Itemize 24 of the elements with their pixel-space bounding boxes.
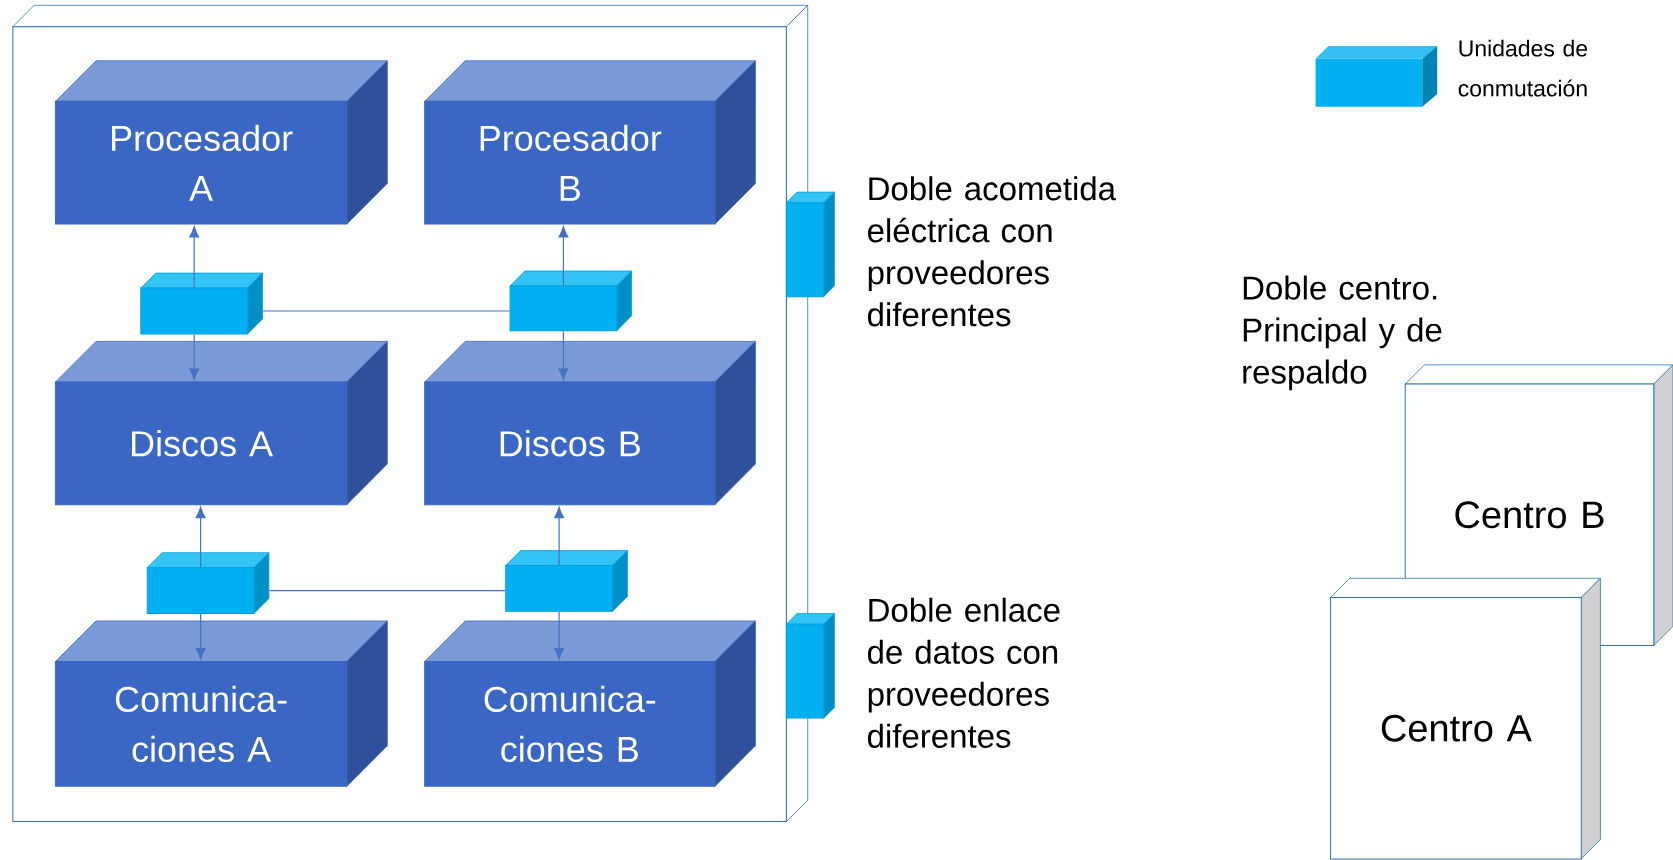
arrow — [195, 613, 206, 660]
arrow — [554, 506, 565, 566]
legend-text: Unidades de conmutación — [1458, 39, 1588, 97]
cube-box: Discos A — [54, 341, 388, 506]
switch-unit — [785, 613, 835, 719]
switch-unit — [505, 550, 628, 612]
cube-box: Discos B — [424, 341, 756, 506]
cube-box: Comunica- ciones A — [54, 620, 388, 787]
arrow — [558, 226, 569, 287]
arrow — [195, 506, 206, 568]
switch-unit — [146, 552, 270, 615]
callout-text: Doble acometida eléctrica con proveedores diferentes — [868, 176, 1117, 327]
cube-box: Procesador B — [424, 60, 756, 225]
arrow — [558, 330, 569, 380]
arrow — [189, 226, 200, 289]
center-box: Centro A — [1330, 577, 1601, 860]
arrow — [554, 611, 565, 660]
cube-box: Comunica- ciones B — [424, 620, 756, 787]
callout-text: Doble enlace de datos con proveedores diferentes — [868, 597, 1060, 748]
arrow — [189, 333, 200, 380]
switch-unit — [785, 191, 835, 298]
switch-unit — [140, 272, 263, 335]
switch-unit — [509, 270, 632, 332]
cube-box: Procesador A — [54, 60, 388, 225]
